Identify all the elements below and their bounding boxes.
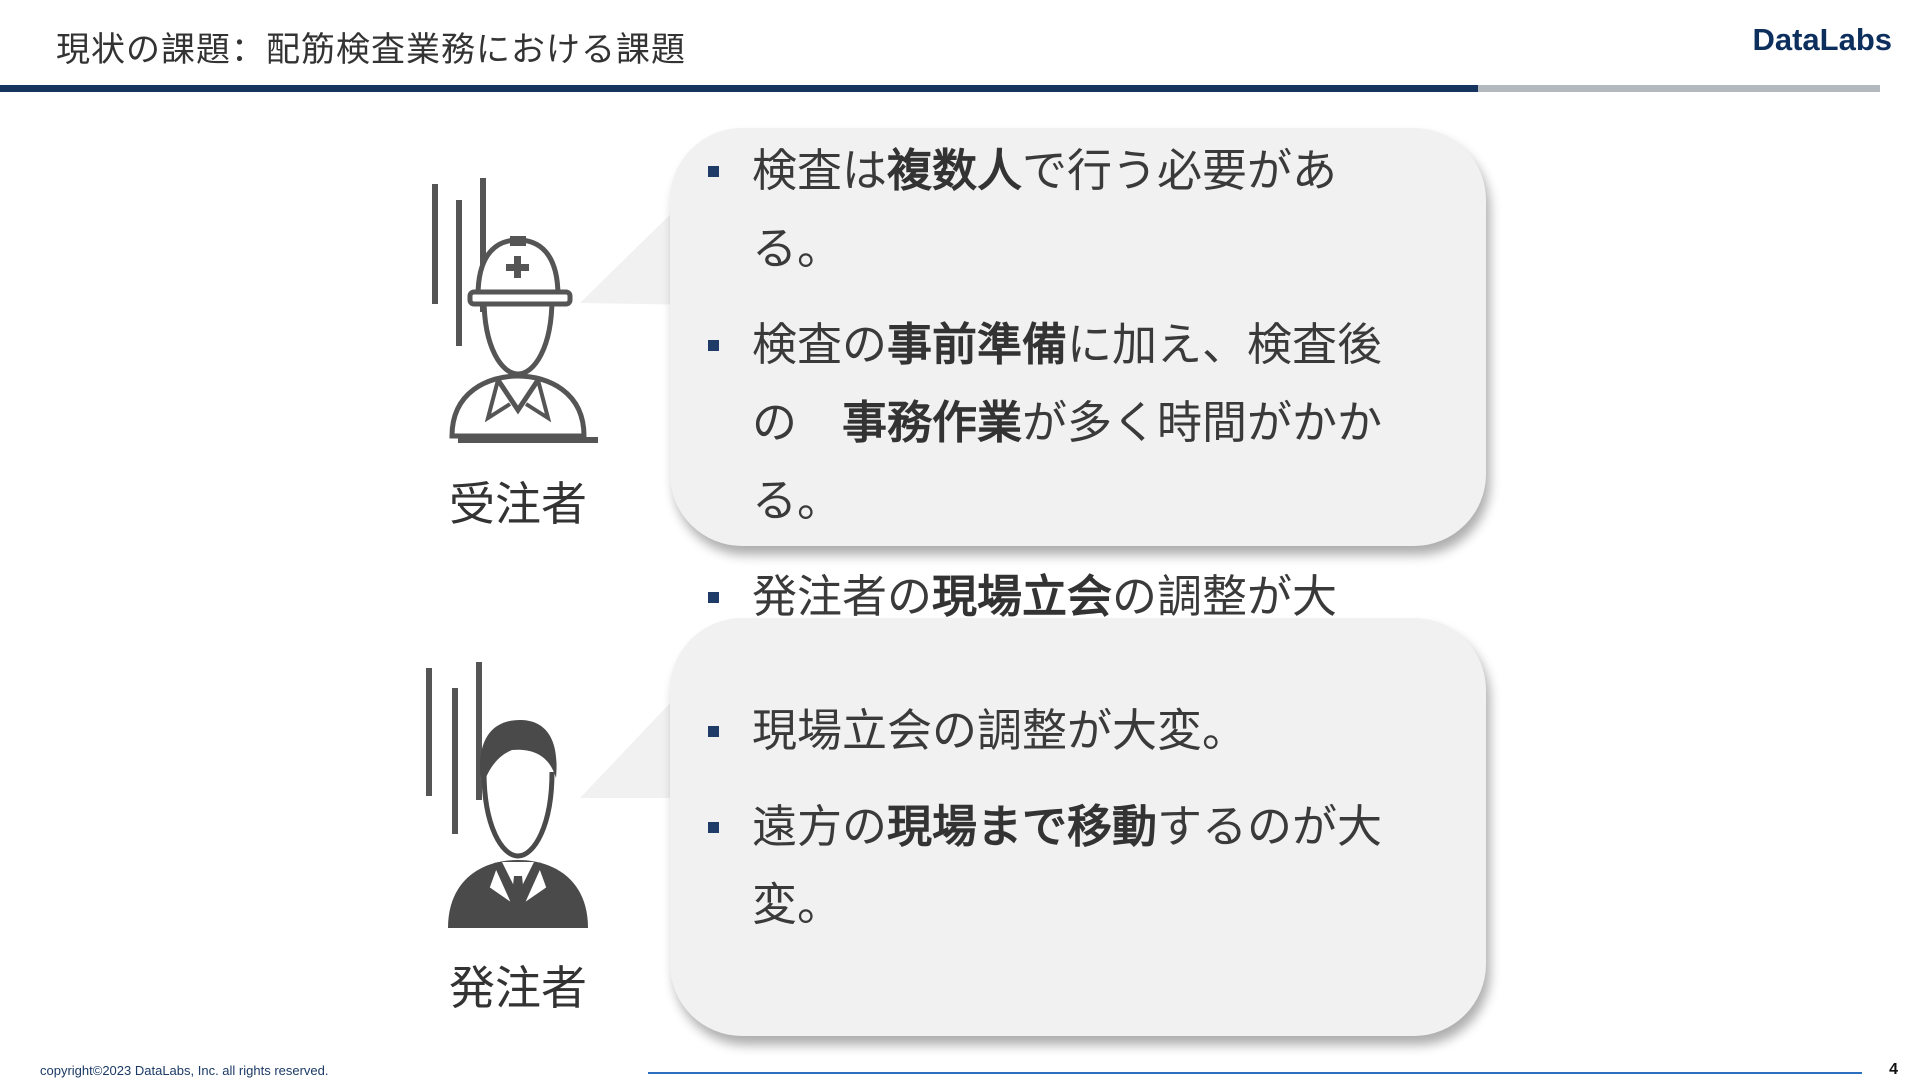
- datalabs-logo: DataLabs: [1752, 22, 1892, 57]
- list-item: 検査の事前準備に加え、検査後の 事務作業が多く時間がかかる。: [708, 306, 1416, 540]
- bullet-icon: [708, 166, 719, 177]
- bold-text-segment: 現場まで移動: [887, 800, 1158, 853]
- client-persona: 発注者: [418, 662, 618, 1022]
- footer-divider: [648, 1072, 1862, 1074]
- bullet-icon: [708, 726, 719, 737]
- contractor-persona: 受注者: [418, 178, 618, 538]
- list-item: 検査は複数人で行う必要がある。: [708, 132, 1416, 288]
- header-divider-light: [1478, 85, 1880, 92]
- footer-copyright: copyright©2023 DataLabs, Inc. all rights…: [40, 1063, 329, 1078]
- construction-worker-icon: [432, 178, 598, 443]
- text-segment: が多く時間がかかる。: [752, 396, 1383, 527]
- slide-title: 現状の課題：配筋検査業務における課題: [56, 30, 686, 70]
- text-segment: 遠方の: [752, 800, 888, 853]
- bullet-icon: [708, 592, 719, 603]
- text-segment: するのが大変。: [752, 800, 1383, 931]
- text-segment: 発注者の: [752, 570, 933, 623]
- page-number: 4: [1889, 1061, 1898, 1078]
- text-segment: に加え、検査後の: [752, 318, 1383, 449]
- client-speech-bubble: 現場立会の調整が大変。 遠方の現場まで移動するのが大変。: [670, 618, 1486, 1036]
- text-segment: で行う必要がある。: [752, 144, 1338, 275]
- contractor-label: 受注者: [449, 477, 587, 531]
- list-item: 遠方の現場まで移動するのが大変。: [708, 788, 1416, 944]
- bullet-icon: [708, 340, 719, 351]
- bold-text-segment: 事前準備: [887, 318, 1068, 371]
- list-item: 現場立会の調整が大変。: [708, 692, 1416, 770]
- bold-text-segment: 事務作業: [842, 396, 1023, 449]
- bold-text-segment: 複数人: [887, 144, 1023, 197]
- businessman-icon: [426, 662, 588, 928]
- bold-text-segment: 現場立会: [932, 570, 1113, 623]
- text-segment: 検査は: [752, 144, 888, 197]
- header-divider-dark: [0, 85, 1478, 92]
- client-label: 発注者: [449, 961, 587, 1015]
- text-segment: 検査の: [752, 318, 888, 371]
- contractor-speech-bubble: 検査は複数人で行う必要がある。 検査の事前準備に加え、検査後の 事務作業が多く時…: [670, 128, 1486, 701]
- bullet-icon: [708, 822, 719, 833]
- text-segment: 現場立会の調整が大変。: [752, 704, 1248, 757]
